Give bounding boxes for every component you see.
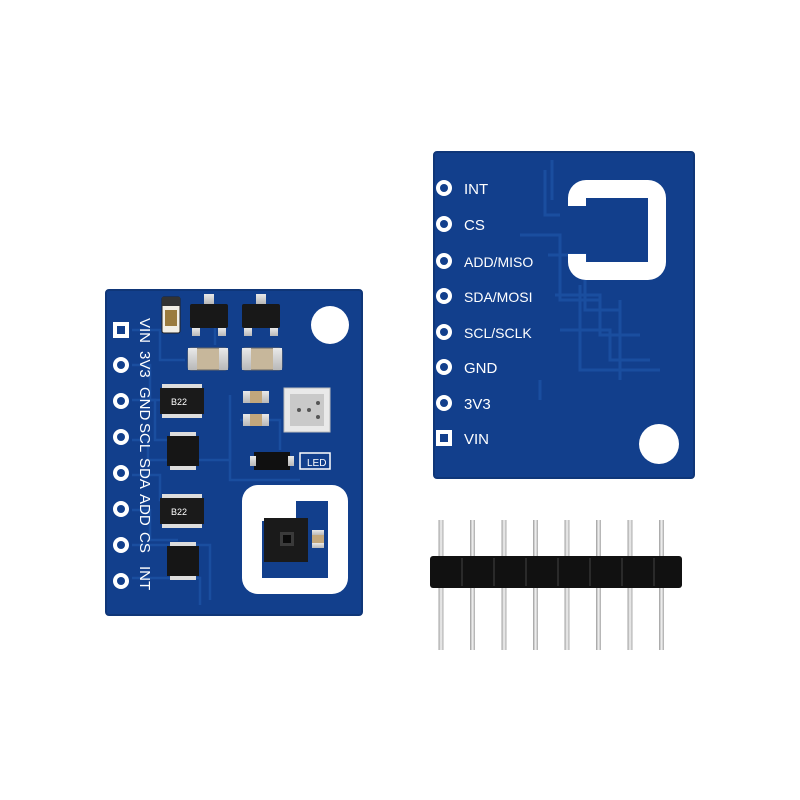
front-label-scl: SCL (136, 423, 153, 452)
back-pcb (433, 151, 695, 479)
resistor-2 (243, 414, 269, 426)
front-isolation-cutout (242, 485, 348, 594)
back-pin-holes (436, 180, 452, 446)
led: LED (299, 452, 331, 470)
back-label-3v3: 3V3 (464, 396, 491, 413)
back-label-scl-sclk: SCL/SCLK (464, 325, 532, 341)
back-label-sda-mosi: SDA/MOSI (464, 289, 532, 305)
front-label-sda: SDA (136, 458, 153, 489)
front-label-gnd: GND (136, 387, 153, 421)
humidity-sensor (264, 518, 324, 562)
tantalum-capacitor (161, 296, 181, 334)
front-pin-labels: VIN 3V3 GND SCL SDA ADD CS INT (136, 318, 153, 590)
header-pin-top (438, 520, 444, 556)
back-label-cs: CS (464, 217, 485, 234)
diode (250, 452, 294, 470)
regulator-1 (190, 294, 228, 336)
led-label: LED (307, 458, 326, 469)
back-label-int: INT (464, 181, 488, 198)
back-mounting-hole (639, 424, 679, 464)
capacitor-large-1 (187, 347, 229, 371)
pin-header (430, 520, 682, 650)
header-pin-bottom (501, 588, 507, 650)
front-pin-holes (113, 322, 129, 589)
front-board: VIN 3V3 GND SCL SDA ADD CS INT (105, 289, 363, 616)
header-pin-bottom (438, 588, 444, 650)
header-pin-top (533, 520, 538, 556)
back-traces (520, 160, 660, 400)
small-chip-2 (167, 542, 199, 580)
header-plastic (430, 556, 682, 588)
chip-marking: B22 (171, 507, 187, 517)
front-mounting-hole (311, 306, 349, 344)
header-pin-top (659, 520, 664, 556)
header-pin-top (501, 520, 507, 556)
front-label-cs: CS (136, 532, 153, 553)
front-label-int: INT (136, 566, 153, 590)
header-pin-top (627, 520, 633, 556)
back-pin-labels: INT CS ADD/MISO SDA/MOSI SCL/SCLK GND 3V… (464, 181, 533, 448)
back-board: INT CS ADD/MISO SDA/MOSI SCL/SCLK GND 3V… (433, 151, 695, 479)
header-pin-top (596, 520, 601, 556)
front-label-vin: VIN (136, 318, 153, 343)
header-separators (461, 558, 655, 586)
header-pin-bottom (564, 588, 570, 650)
header-pin-bottom (470, 588, 475, 650)
pressure-sensor (283, 387, 331, 433)
front-label-add: ADD (136, 494, 153, 526)
back-isolation-cutout (568, 180, 666, 280)
level-shifter-1: B22 (160, 384, 204, 418)
regulator-2 (242, 294, 280, 336)
resistor-1 (243, 391, 269, 403)
header-pin-top (470, 520, 475, 556)
back-label-gnd: GND (464, 360, 498, 377)
back-label-add-miso: ADD/MISO (464, 254, 533, 270)
header-pin-bottom (627, 588, 633, 650)
capacitor-large-2 (241, 347, 283, 371)
front-traces (132, 320, 300, 605)
chip-marking: B22 (171, 397, 187, 407)
header-pin-top (564, 520, 570, 556)
back-label-vin: VIN (464, 431, 489, 448)
header-pin-bottom (659, 588, 664, 650)
header-pin-bottom (596, 588, 601, 650)
header-pin-bottom (533, 588, 538, 650)
front-label-3v3: 3V3 (136, 351, 153, 378)
level-shifter-2: B22 (160, 494, 204, 528)
small-chip-1 (167, 432, 199, 470)
